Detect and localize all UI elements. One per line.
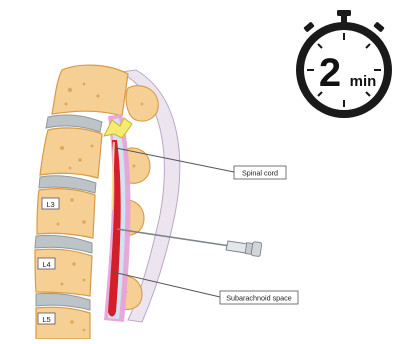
l5-text: L5 [42, 315, 50, 324]
stopwatch-unit: min [350, 73, 377, 90]
vertebra-label-l4: L4 [38, 258, 55, 269]
spinal-cord-label: Spinal cord [242, 169, 278, 178]
stopwatch-value: 2 [319, 51, 341, 95]
vertebral-body [52, 65, 128, 116]
spinal-needle [117, 229, 262, 257]
l4-text: L4 [42, 260, 50, 269]
lumbar-spine-illustration: L3 L4 L5 [35, 65, 180, 339]
vertebra-label-l5: L5 [38, 313, 55, 324]
vertebra-label-l3: L3 [42, 198, 59, 209]
stopwatch-icon: 2 min [296, 10, 392, 118]
l3-text: L3 [46, 200, 54, 209]
subarachnoid-label: Subarachnoid space [226, 294, 292, 303]
vertebral-body-l3 [37, 189, 95, 238]
vertebral-body-l4 [35, 249, 92, 296]
vertebral-body [40, 128, 102, 178]
